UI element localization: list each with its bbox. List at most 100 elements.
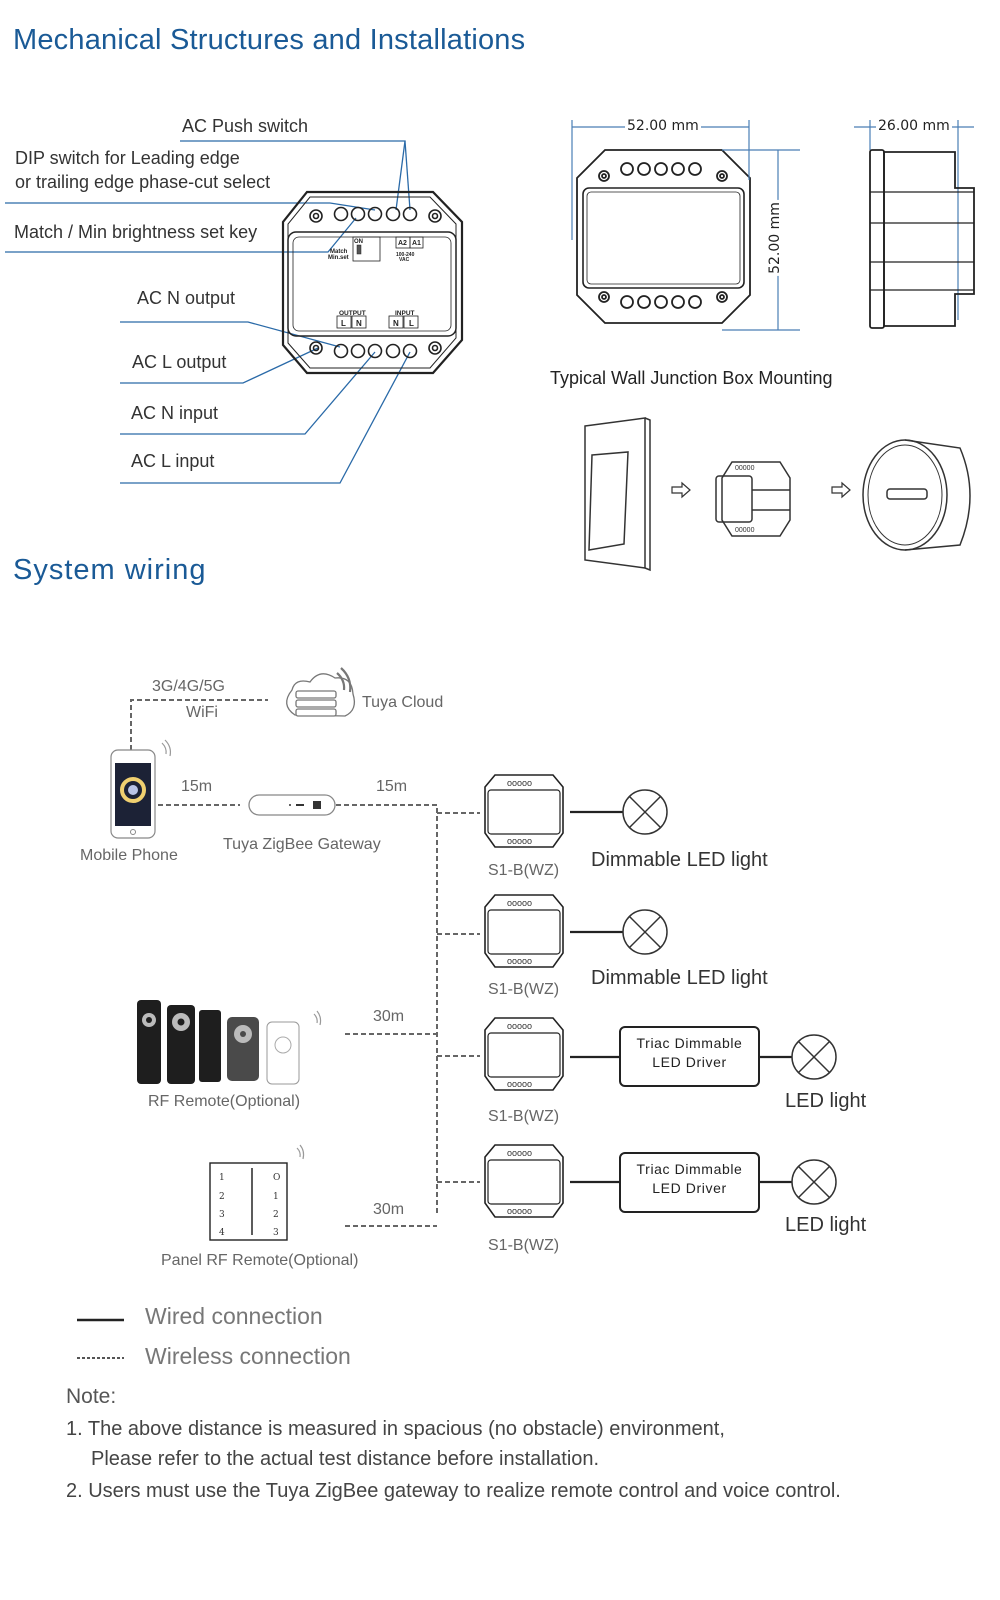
load-label-1: Dimmable LED light	[591, 849, 768, 871]
note-heading: Note:	[66, 1385, 117, 1408]
controller-3d-icon: 00000 00000	[715, 461, 791, 537]
callout-ac-n-input: AC N input	[131, 403, 219, 423]
controller-units: ooooo ooooo ooooo ooooo ooooo ooooo oooo…	[484, 774, 564, 1218]
signal-icon	[296, 1144, 305, 1160]
svg-text:ooooo: ooooo	[507, 898, 532, 908]
input-label: INPUT	[395, 310, 415, 317]
triac-driver-box-1: Triac Dimmable LED Driver	[619, 1026, 760, 1087]
distance-phone-gateway: 15m	[181, 778, 213, 795]
input-l-label: L	[409, 319, 414, 328]
panel-key-right-3: 2	[273, 1210, 279, 1220]
device-model-label-2: S1-B(WZ)	[488, 981, 560, 998]
driver-2-line2: LED Driver	[652, 1180, 727, 1196]
panel-key-left-4: 4	[219, 1228, 225, 1238]
load-label-2: Dimmable LED light	[591, 967, 768, 989]
controller-unit-2: ooooo ooooo	[484, 894, 564, 968]
min-set-label: Min.set	[328, 255, 349, 261]
panel-key-left-1: 1	[219, 1173, 225, 1183]
callout-ac-l-input: AC L input	[131, 451, 215, 471]
distance-rf-remote: 30m	[373, 1008, 405, 1025]
wired-links	[570, 810, 792, 1184]
zigbee-gateway-icon	[248, 794, 336, 816]
bottom-terminals	[309, 341, 442, 359]
panel-key-right-2: 1	[273, 1192, 279, 1202]
link-gateway-bus	[336, 804, 438, 1215]
vac-label: VAC	[399, 257, 410, 263]
legend-wireless-label: Wireless connection	[145, 1343, 351, 1369]
distance-panel-remote: 30m	[373, 1201, 405, 1218]
mechanical-section-title: Mechanical Structures and Installations	[13, 24, 526, 56]
dimension-front-view	[576, 149, 751, 324]
lamp-icon-3	[791, 1034, 837, 1080]
output-n-label: N	[356, 319, 362, 328]
mobile-phone-icon	[110, 739, 172, 839]
junction-box-icon	[862, 439, 971, 551]
wall-switch-icon	[584, 417, 651, 572]
mounting-title: Typical Wall Junction Box Mounting	[550, 368, 833, 388]
match-label: Match	[330, 249, 348, 255]
leader-ac-n-output	[120, 321, 341, 348]
note-item-1-line2: Please refer to the actual test distance…	[91, 1448, 600, 1470]
rf-remotes-icon	[137, 1000, 322, 1085]
svg-text:ooooo: ooooo	[507, 1021, 532, 1031]
network-label-line1: 3G/4G/5G	[152, 678, 225, 695]
svg-text:ooooo: ooooo	[507, 956, 532, 966]
input-n-label: N	[393, 319, 399, 328]
arrow-right-icon-2	[831, 481, 851, 499]
callout-ac-n-output: AC N output	[137, 288, 236, 308]
lamp-icon-2	[622, 909, 668, 955]
svg-text:ooooo: ooooo	[507, 778, 532, 788]
leader-ac-l-output	[120, 347, 319, 384]
panel-key-left-2: 2	[219, 1192, 225, 1202]
device-model-label-1: S1-B(WZ)	[488, 862, 560, 879]
triac-driver-box-2: Triac Dimmable LED Driver	[619, 1152, 760, 1213]
callout-leader-lines	[5, 140, 411, 484]
terminal-a2-label: A2	[398, 240, 407, 247]
voltage-label: 100-240	[396, 252, 415, 258]
output-label: OUTPUT	[339, 310, 366, 317]
controller-unit-1: ooooo ooooo	[484, 774, 564, 848]
leader-ac-n-input	[120, 351, 376, 435]
dip-switch-box	[352, 236, 381, 262]
mounting-illustration: 00000 00000	[584, 417, 971, 572]
wiring-section-title: System wiring	[13, 554, 207, 586]
dimension-side-view	[869, 149, 975, 329]
device-front-view	[281, 190, 464, 375]
svg-text:ooooo: ooooo	[507, 1079, 532, 1089]
distance-gateway-devices: 15m	[376, 778, 408, 795]
load-label-3: LED light	[785, 1090, 867, 1112]
driver-1-line1: Triac Dimmable	[636, 1035, 743, 1051]
svg-text:ooooo: ooooo	[507, 836, 532, 846]
rf-remote-label: RF Remote(Optional)	[148, 1093, 301, 1110]
device-model-label-3: S1-B(WZ)	[488, 1108, 560, 1125]
dimension-width-label: 52.00 mm	[625, 118, 701, 134]
note-item-2: 2. Users must use the Tuya ZigBee gatewa…	[66, 1480, 841, 1502]
controller-unit-3: ooooo ooooo	[484, 1017, 564, 1091]
network-label-line2: WiFi	[186, 704, 218, 721]
svg-text:ooooo: ooooo	[507, 1148, 532, 1158]
cloud-label: Tuya Cloud	[362, 694, 444, 711]
signal-icon	[161, 739, 172, 757]
svg-text:00000: 00000	[735, 465, 755, 472]
leader-match-key	[5, 217, 357, 253]
leader-push-switch-2	[404, 140, 411, 211]
callout-ac-l-output: AC L output	[132, 352, 227, 372]
lamp-icon-1	[622, 789, 668, 835]
note-item-1-line1: 1. The above distance is measured in spa…	[66, 1418, 725, 1440]
on-label: ON	[354, 239, 363, 245]
top-terminals	[309, 206, 442, 223]
svg-text:ooooo: ooooo	[507, 1206, 532, 1216]
load-label-4: LED light	[785, 1214, 867, 1236]
callout-ac-push-switch: AC Push switch	[182, 116, 309, 136]
driver-1-line2: LED Driver	[652, 1054, 727, 1070]
leader-ac-l-input	[120, 351, 411, 484]
controller-unit-4: ooooo ooooo	[484, 1144, 564, 1218]
driver-2-line1: Triac Dimmable	[636, 1161, 743, 1177]
wireless-links	[130, 699, 480, 1227]
link-phone-cloud	[130, 699, 268, 750]
callout-dip-switch-line2: or trailing edge phase-cut select	[15, 172, 271, 192]
signal-icon	[313, 1010, 322, 1026]
panel-key-right-4: 3	[273, 1228, 279, 1238]
panel-key-right-1: O	[273, 1173, 280, 1183]
output-l-label: L	[341, 319, 346, 328]
